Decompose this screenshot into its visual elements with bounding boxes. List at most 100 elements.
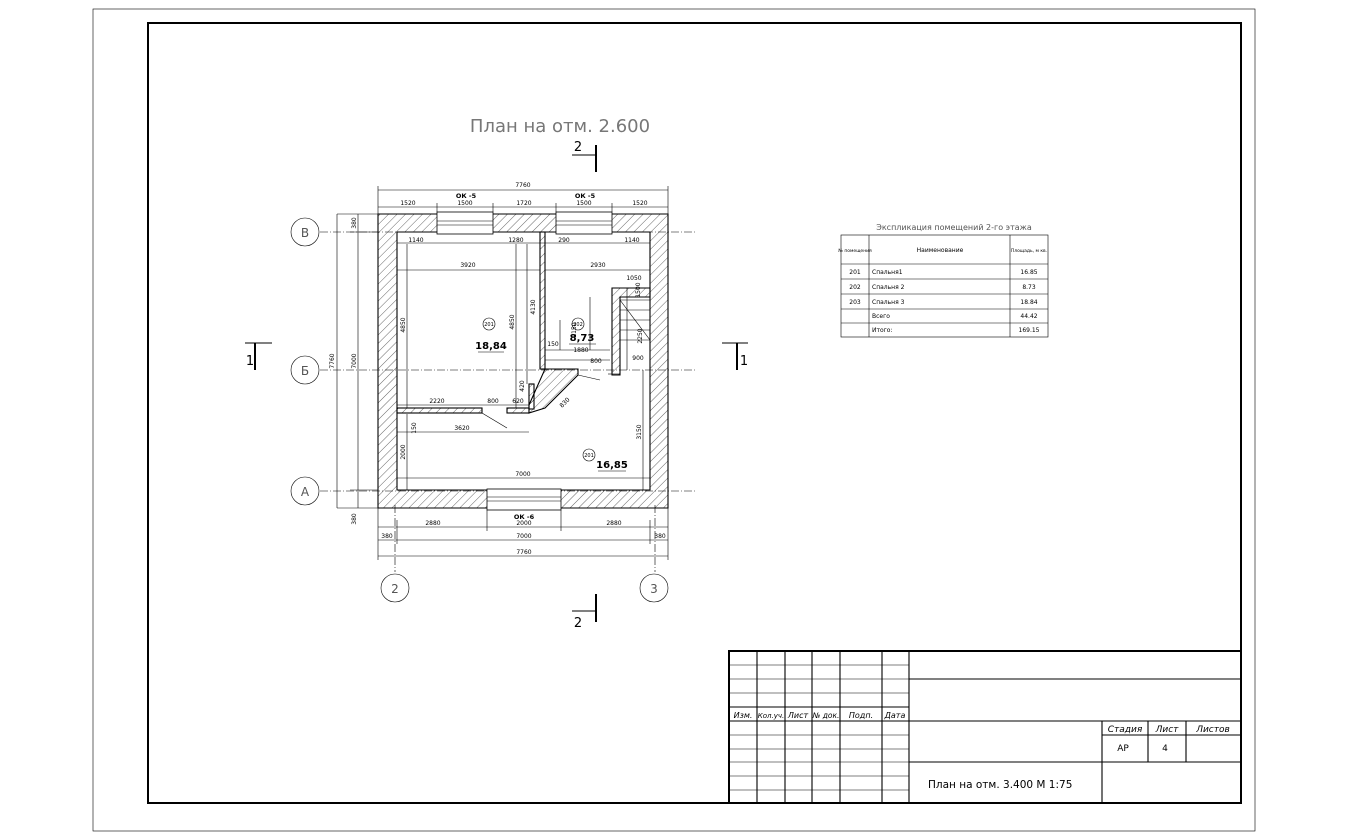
dim-text: 380 [351, 513, 358, 525]
tb-stage-label: Стадия [1108, 725, 1143, 735]
inner-frame [147, 22, 1242, 804]
room-area: 16,85 [596, 460, 628, 471]
svg-text:203: 203 [849, 299, 861, 306]
svg-text:1: 1 [246, 354, 254, 369]
outer-frame [92, 8, 1256, 832]
room-tag: 202 8,73 [569, 317, 596, 345]
dim-text: 2150 [571, 322, 578, 337]
dim-text: 1520 [400, 200, 415, 207]
dim-text: 4850 [509, 314, 516, 329]
schedule-row: 202 Спальня 2 8.73 [849, 284, 1036, 291]
tb-stage-value: АР [1117, 744, 1129, 754]
dim-text: 2000 [516, 520, 531, 527]
schedule-row: 201 Спальня1 16.85 [849, 269, 1037, 276]
window-ok5-left [436, 211, 494, 235]
svg-text:Всего: Всего [872, 313, 890, 320]
svg-text:А: А [301, 485, 310, 499]
dim-text: 150 [411, 422, 418, 434]
dim-text: 380 [654, 533, 666, 540]
svg-text:1: 1 [740, 354, 748, 369]
window-label: ОК -5 [456, 192, 477, 200]
svg-text:2: 2 [574, 140, 582, 155]
dim-text: 800 [590, 358, 602, 365]
dim-text: 7000 [516, 533, 531, 540]
axis-marker: Б [290, 355, 320, 385]
dim-text: 7000 [515, 471, 530, 478]
axis-marker: В [290, 217, 320, 247]
svg-text:Итого:: Итого: [872, 327, 893, 334]
window-label: ОК -6 [514, 513, 535, 521]
schedule-row: 203 Спальня 3 18.84 [849, 299, 1037, 306]
tb-col-ndok: № док. [812, 711, 840, 720]
dim-text: 900 [632, 355, 644, 362]
tb-col-list: Лист [787, 711, 809, 720]
dim-text: 1880 [573, 347, 588, 354]
dim-text: 830 [558, 396, 571, 409]
partition-wall [539, 231, 546, 370]
dim-text: 3620 [454, 425, 469, 432]
dim-text: 7760 [515, 182, 530, 189]
plan-title: План на отм. 2.600 [470, 116, 650, 137]
tb-col-data: Дата [884, 711, 906, 720]
dim-text: 4130 [530, 299, 537, 314]
tb-drawing-name: План на отм. 3.400 М 1:75 [928, 779, 1072, 791]
svg-text:2: 2 [391, 582, 399, 596]
dim-text: 800 [487, 398, 499, 405]
schedule-header: Наименование [917, 247, 964, 254]
svg-text:202: 202 [849, 284, 861, 291]
room-area: 18,84 [475, 341, 507, 352]
window-ok6 [486, 488, 562, 511]
axis-marker: 2 [380, 573, 410, 603]
dim-text: 380 [381, 533, 393, 540]
svg-text:Спальня 2: Спальня 2 [872, 284, 905, 291]
partition-wall [528, 383, 535, 410]
title-block: Изм. Кол.уч. Лист № док. Подп. Дата Стад… [728, 650, 1242, 804]
svg-text:Спальня1: Спальня1 [872, 269, 903, 276]
dim-text: 4850 [400, 317, 407, 332]
svg-text:18.84: 18.84 [1020, 299, 1037, 306]
window-ok5-right [555, 211, 613, 235]
dim-text: 620 [512, 398, 524, 405]
room-tag: 201 16,85 [582, 448, 628, 472]
axis-marker: 3 [639, 573, 669, 603]
dim-text: 7760 [329, 353, 336, 368]
svg-text:16.85: 16.85 [1020, 269, 1037, 276]
partition-wall [506, 407, 530, 414]
stair-wall [611, 287, 651, 376]
room-area: 8,73 [570, 333, 595, 344]
dim-text: 2880 [606, 520, 621, 527]
tb-sheet-label: Лист [1155, 725, 1180, 735]
room-tag: 201 18,84 [475, 317, 507, 353]
dim-text: 380 [351, 217, 358, 229]
dim-text: 420 [519, 380, 526, 392]
svg-text:3: 3 [650, 582, 658, 596]
dim-text: 3920 [460, 262, 475, 269]
svg-text:В: В [301, 226, 309, 240]
schedule-header: Площадь, м кв. [1011, 248, 1047, 254]
dim-text: 2930 [590, 262, 605, 269]
dim-text: 7760 [516, 549, 531, 556]
dim-text: 1140 [408, 237, 423, 244]
room-number: 201 [584, 453, 594, 459]
svg-text:201: 201 [849, 269, 861, 276]
tb-col-podp: Подп. [849, 711, 873, 720]
dim-text: 150 [547, 341, 559, 348]
dim-text: 2250 [637, 328, 644, 343]
dim-text: 1280 [508, 237, 523, 244]
dim-text: 1500 [635, 282, 642, 297]
room-number: 201 [484, 322, 494, 328]
svg-text:2: 2 [574, 616, 582, 631]
section-marker: 2 [572, 140, 597, 172]
svg-text:Б: Б [301, 364, 309, 378]
svg-text:169.15: 169.15 [1019, 327, 1040, 334]
section-marker: 2 [572, 594, 597, 631]
dim-text: 7000 [351, 353, 358, 368]
schedule-header: № помещения [838, 248, 872, 254]
tb-col-izm: Изм. [734, 711, 753, 720]
room-schedule: Экспликация помещений 2-го этажа № помещ… [838, 223, 1049, 338]
tb-col-kolu: Кол.уч. [758, 712, 784, 720]
tb-sheets-label: Листов [1195, 725, 1230, 735]
dim-text: 1500 [457, 200, 472, 207]
dim-text: 1050 [626, 275, 641, 282]
dim-text: 290 [558, 237, 570, 244]
